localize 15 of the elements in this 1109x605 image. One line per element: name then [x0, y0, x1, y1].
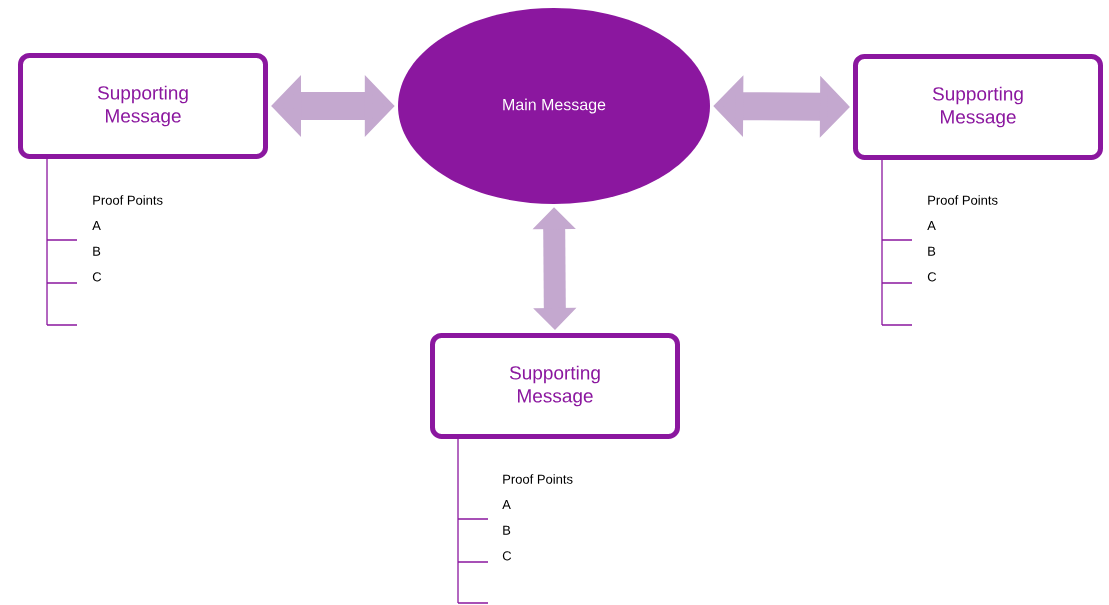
proof-point-text: B: [503, 525, 511, 535]
proof-point-text: Proof Points: [928, 195, 998, 205]
proof-point-text: C: [927, 272, 937, 282]
proof-point-text: A: [927, 221, 936, 231]
proof-point-text: Proof Points: [93, 195, 163, 205]
message-box: Supporting Message: [853, 54, 1103, 160]
proof-point-text: A: [502, 500, 511, 510]
message-box: Supporting Message: [18, 53, 268, 159]
message-box: Supporting Message: [430, 333, 680, 439]
proof-point-text: B: [93, 246, 101, 256]
proof-point-text: C: [502, 551, 512, 561]
proof-point-text: B: [928, 246, 936, 256]
proof-point-text: A: [92, 221, 101, 231]
proof-point-text: Proof Points: [503, 474, 573, 484]
proof-point-text: C: [92, 272, 102, 282]
